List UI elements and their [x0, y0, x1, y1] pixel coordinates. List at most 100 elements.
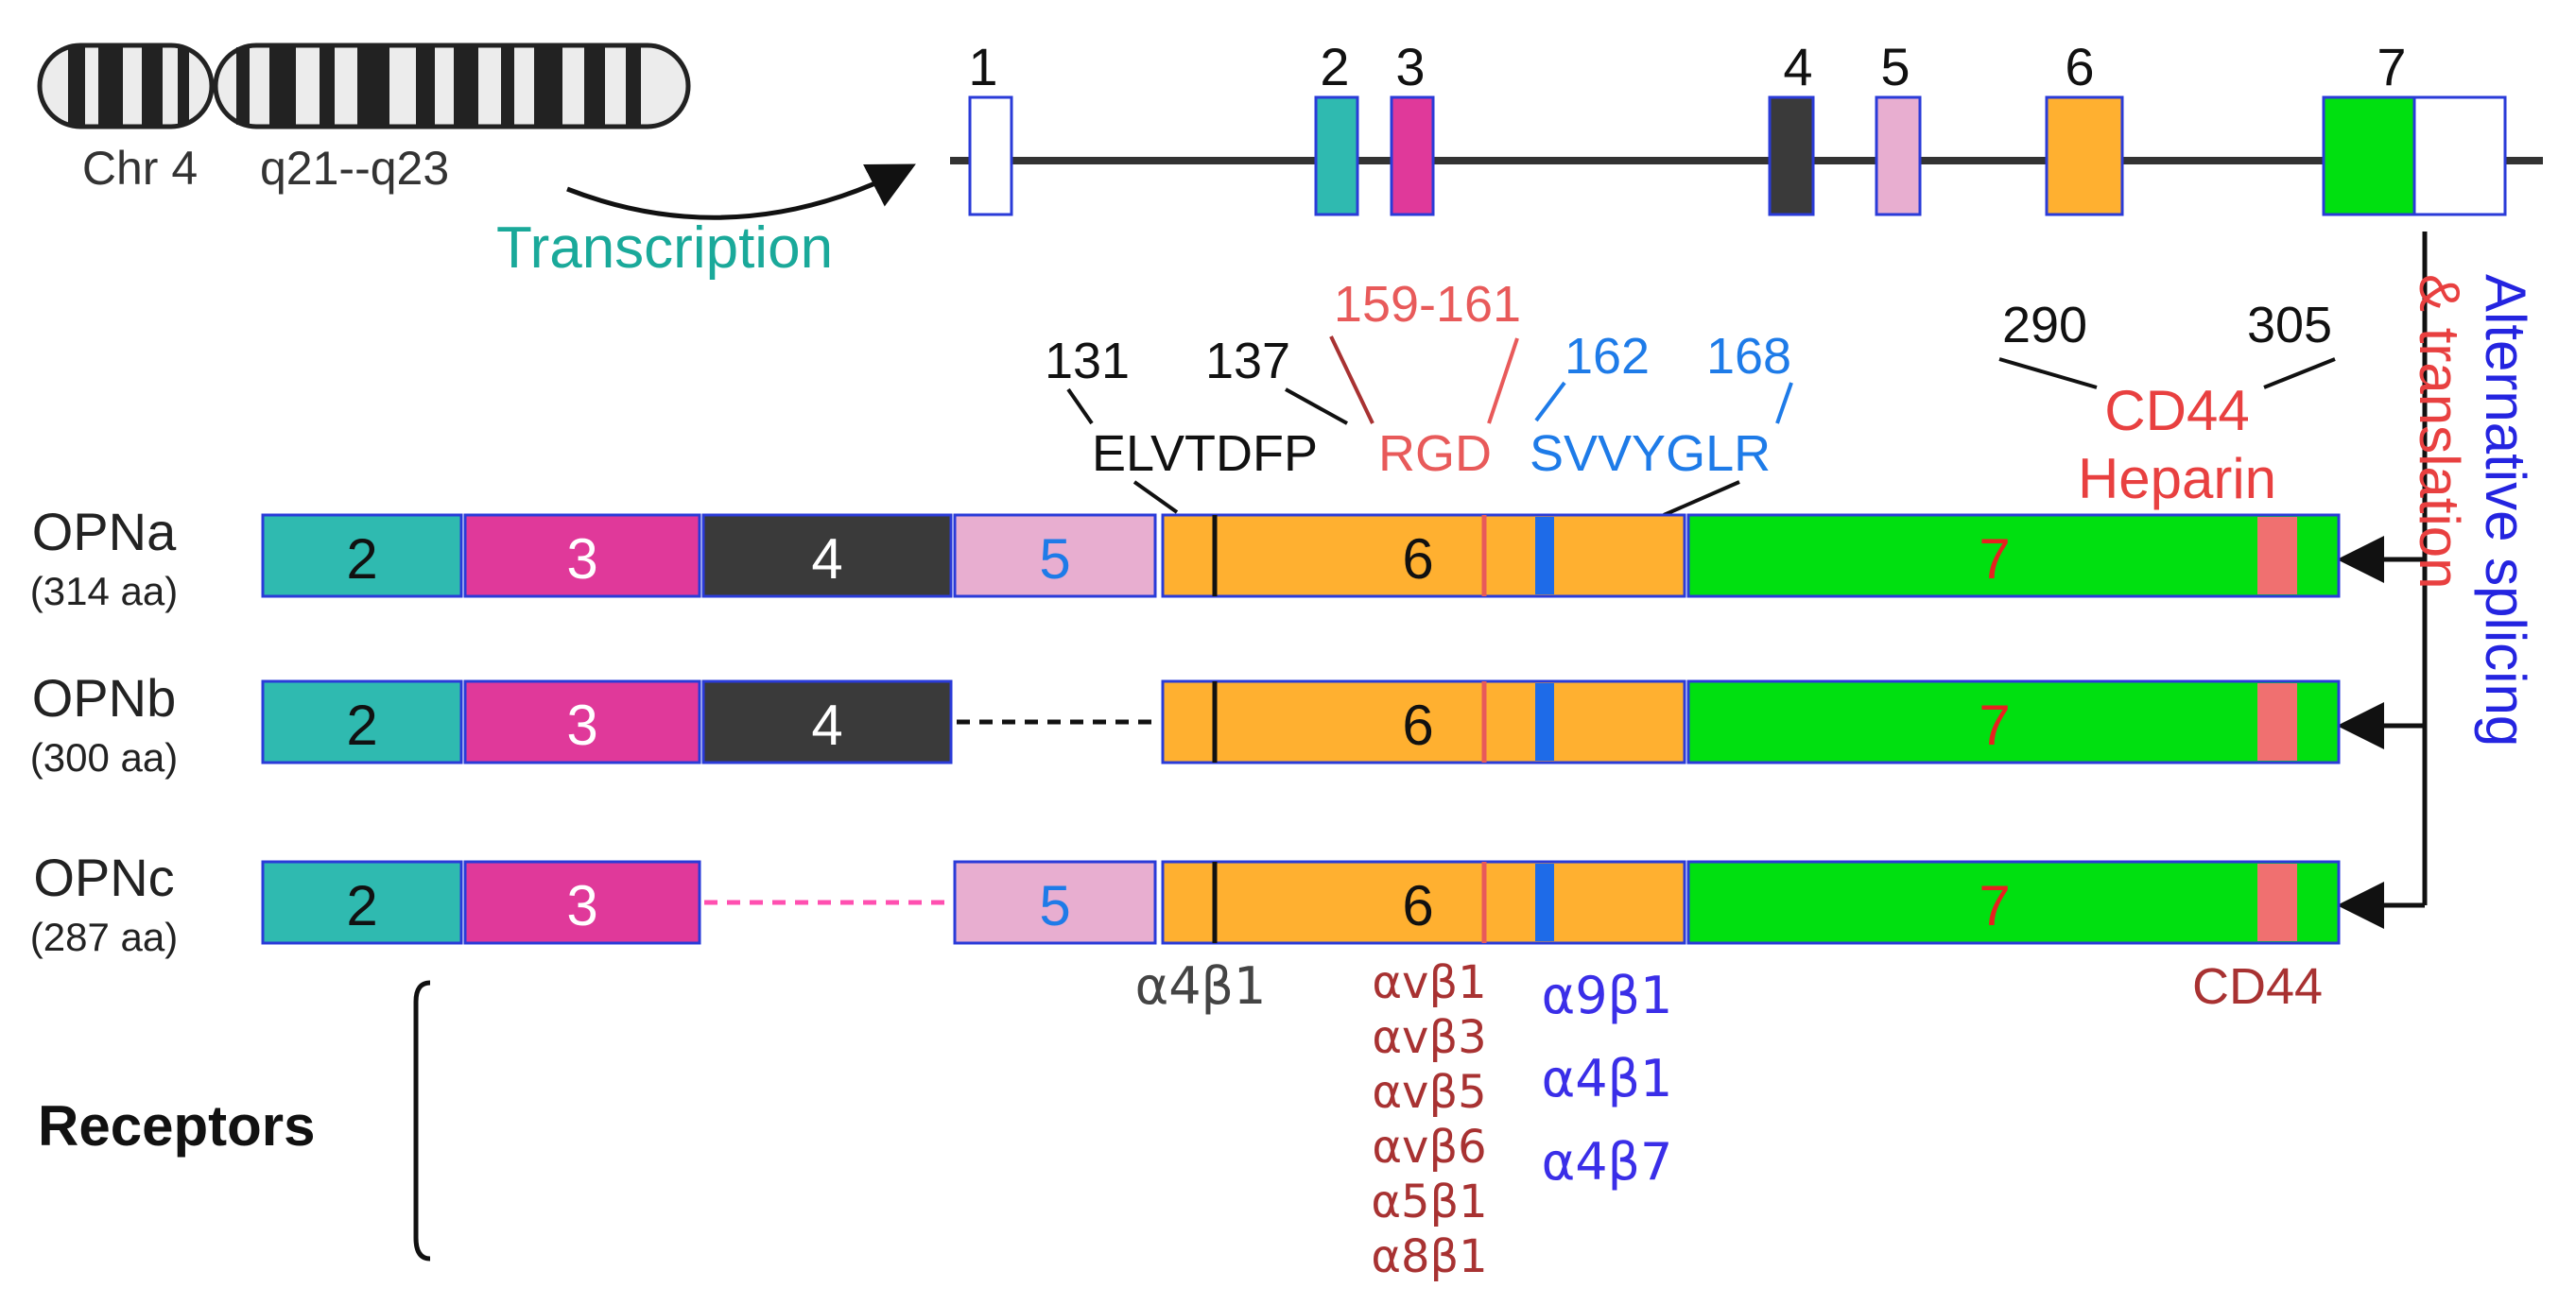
isoform-opnc: OPNc (287 aa) 2 3 5 6 7: [30, 848, 2341, 959]
transcription-label: Transcription: [496, 215, 833, 281]
opna-exon-2-label: 2: [346, 527, 377, 591]
motif-svvyglr: SVVYGLR: [1530, 425, 1771, 482]
position-305-tick: [2263, 357, 2336, 389]
position-131: 131: [1045, 333, 1130, 389]
opna-exon-4: [701, 513, 953, 598]
exon-7-number: 7: [2377, 37, 2406, 96]
position-159-tick-right: [1487, 337, 1519, 424]
exon-2-block: [1314, 95, 1359, 216]
isoform-opnc-length: (287 aa): [30, 915, 178, 959]
chromosome-name: Chr 4: [82, 142, 198, 195]
elvtdfp-pointer: [1132, 480, 1179, 514]
opna-exon-4-label: 4: [811, 527, 842, 591]
opnb-exon-4: [701, 679, 953, 764]
opnc-cd44-mark: [2257, 864, 2297, 941]
exon-4-block: [1768, 95, 1815, 216]
opna-exon-5: [953, 513, 1157, 598]
chromosome-icon: [37, 43, 691, 129]
receptor-elvtdfp-a4b1: α4β1: [1135, 956, 1267, 1016]
isoform-opnb: OPNb (300 aa) 2 3 4 6 7: [30, 668, 2341, 780]
opna-exon-3-label: 3: [566, 527, 597, 591]
splicing-label: Alternative splicing & translation: [2408, 274, 2537, 747]
opnb-exon-7-label: 7: [1979, 694, 2010, 757]
isoform-opna: OPNa (314 aa) 2 3 4 5 6 7: [30, 502, 2341, 613]
opna-exon-5-label: 5: [1039, 527, 1070, 591]
opnc-exon-6: [1161, 860, 1686, 945]
opnc-exon-7-label: 7: [1979, 874, 2010, 937]
receptor-rgd-1: αvβ1: [1372, 956, 1486, 1009]
position-168-tick: [1775, 382, 1793, 424]
position-131-tick: [1066, 387, 1094, 425]
position-137-tick: [1285, 387, 1348, 425]
chromosome-band: q21--q23: [260, 142, 449, 195]
opnb-exon-2-label: 2: [346, 694, 377, 757]
opnc-exon-7: [1686, 860, 2341, 945]
position-168: 168: [1706, 328, 1791, 385]
opnb-exon-6-label: 6: [1402, 694, 1433, 757]
opna-exon-7-label: 7: [1979, 527, 2010, 591]
opnb-svvyglr-mark: [1535, 683, 1554, 761]
receptor-rgd-3: αvβ5: [1372, 1066, 1486, 1119]
receptor-cd44: CD44: [2192, 958, 2323, 1015]
opnb-exon-4-label: 4: [811, 694, 842, 757]
opna-exon-7: [1686, 513, 2341, 598]
receptor-svvyglr-3: α4β7: [1542, 1132, 1673, 1192]
exon-1-number: 1: [968, 37, 997, 96]
opnc-exon-3-label: 3: [566, 874, 597, 937]
exon-6-number: 6: [2065, 37, 2094, 96]
exon-5-number: 5: [1880, 37, 1910, 96]
position-290-tick: [1998, 357, 2098, 389]
receptor-rgd-6: α8β1: [1371, 1230, 1487, 1283]
opnc-exon-6-label: 6: [1402, 874, 1433, 937]
opnc-exon-5: [953, 860, 1157, 945]
opna-exon-6-label: 6: [1402, 527, 1433, 591]
opna-exon-6: [1161, 513, 1686, 598]
receptor-rgd-2: αvβ3: [1372, 1011, 1486, 1064]
position-290: 290: [2002, 297, 2087, 353]
isoform-opnc-name: OPNc: [33, 848, 174, 907]
receptors-rgd-list: αvβ1 αvβ3 αvβ5 αvβ6 α5β1 α8β1: [1371, 956, 1487, 1283]
opnb-exon-3: [463, 679, 701, 764]
exon-6-block: [2045, 95, 2124, 216]
opnc-exon-2: [261, 860, 463, 945]
isoform-opna-length: (314 aa): [30, 569, 178, 613]
receptor-svvyglr-2: α4β1: [1542, 1049, 1673, 1108]
exon-1-block: [968, 95, 1013, 216]
exon-5-block: [1875, 95, 1922, 216]
receptors-title: Receptors: [38, 1094, 315, 1158]
position-162-tick: [1534, 381, 1566, 422]
svvyglr-pointer: [1663, 480, 1740, 517]
opnc-exon-2-label: 2: [346, 874, 377, 937]
opna-svvyglr-mark: [1535, 517, 1554, 594]
opnb-cd44-mark: [2257, 683, 2297, 761]
splicing-label-line1: Alternative splicing: [2474, 274, 2537, 747]
opnc-exon-3: [463, 860, 701, 945]
isoform-opnb-length: (300 aa): [30, 735, 178, 780]
opna-exon-2: [261, 513, 463, 598]
position-159-tick-left: [1329, 335, 1374, 424]
opna-exon-3: [463, 513, 701, 598]
opnb-exon-6: [1161, 679, 1686, 764]
receptors-bracket: [413, 980, 431, 1262]
receptors-svvyglr-list: α9β1 α4β1 α4β7: [1542, 966, 1673, 1192]
motif-elvtdfp: ELVTDFP: [1092, 425, 1318, 482]
exon-4-number: 4: [1783, 37, 1812, 96]
position-159-161: 159-161: [1334, 276, 1521, 333]
opnb-exon-2: [261, 679, 463, 764]
transcription-arrow: [566, 163, 916, 220]
opnb-exon-3-label: 3: [566, 694, 597, 757]
receptor-rgd-5: α5β1: [1371, 1176, 1487, 1228]
exon-3-block: [1390, 95, 1435, 216]
exon-3-number: 3: [1395, 37, 1425, 96]
opna-cd44-mark: [2257, 517, 2297, 594]
motif-rgd: RGD: [1378, 425, 1492, 482]
isoform-opnb-name: OPNb: [32, 668, 177, 728]
exon-7-utr-block: [2412, 95, 2507, 216]
receptor-rgd-4: αvβ6: [1372, 1121, 1486, 1174]
opnc-exon-5-label: 5: [1039, 874, 1070, 937]
receptor-svvyglr-1: α9β1: [1542, 966, 1673, 1025]
motif-cd44: CD44: [2104, 379, 2249, 442]
splicing-label-line2: & translation: [2408, 274, 2471, 590]
position-162: 162: [1565, 328, 1650, 385]
